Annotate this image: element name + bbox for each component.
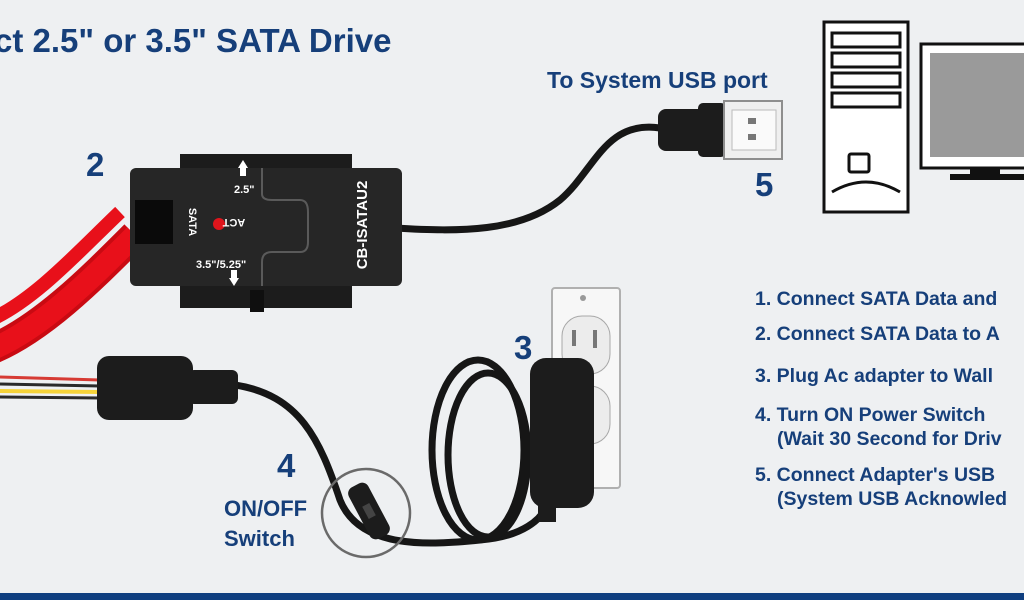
switch-highlight-circle [320,467,412,559]
power-connector-block [97,356,238,420]
instruction-step-5: 5. Connect Adapter's USB (System USB Ack… [755,463,1007,511]
act-led-icon [213,218,225,230]
adapter-model-label: CB-ISATAU2 [354,181,371,270]
instruction-text: 3. Plug Ac adapter to Wall [755,365,994,387]
page-title: ct 2.5" or 3.5" SATA Drive [0,22,392,59]
adapter-led-label: ACT [222,216,245,228]
instruction-subtext: (Wait 30 Second for Driv [777,428,1002,450]
instruction-text: 5. Connect Adapter's USB [755,464,996,486]
wall-adapter [530,358,594,522]
instruction-step-2: 2. Connect SATA Data to A [755,322,1007,346]
usb-port-label: To System USB port [547,67,768,93]
instruction-step-4: 4. Turn ON Power Switch (Wait 30 Second … [755,403,1007,451]
instruction-text: 4. Turn ON Power Switch [755,404,986,426]
step-number-5: 5 [755,166,774,203]
computer-tower-icon [822,20,910,214]
instruction-text: 1. Connect SATA Data and [755,288,998,310]
adapter-sata-label: SATA [186,208,198,236]
power-switch [320,467,412,559]
instruction-list: 1. Connect SATA Data and 2. Connect SATA… [755,287,1007,511]
adapter-port-25-label: 2.5" [234,184,255,196]
arrow-down-icon [229,270,239,286]
instruction-step-3: 3. Plug Ac adapter to Wall [755,364,1007,388]
step-number-3: 3 [514,329,533,366]
sata-cable [0,206,146,362]
adapter-port-35-label: 3.5"/5.25" [196,259,246,271]
instruction-text: 2. Connect SATA Data to A [755,323,1000,345]
step-number-4: 4 [277,447,296,484]
switch-label: ON/OFF Switch [224,494,307,554]
instruction-step-1: 1. Connect SATA Data and [755,287,1007,311]
monitor-icon [919,42,1024,180]
cable-coil [428,356,532,544]
adapter-body: 2.5" 3.5"/5.25" ACT SATA CB-ISATAU2 [130,154,402,312]
usb-cable [394,123,661,234]
switch-label-line1: ON/OFF [224,496,308,521]
switch-label-line2: Switch [224,526,295,551]
usb-plug [658,100,783,160]
step-number-2: 2 [86,146,105,183]
instruction-subtext: (System USB Acknowled [777,488,1008,510]
power-lead-wires [0,375,101,400]
bottom-bar [0,593,1024,600]
arrow-up-icon [238,160,248,176]
